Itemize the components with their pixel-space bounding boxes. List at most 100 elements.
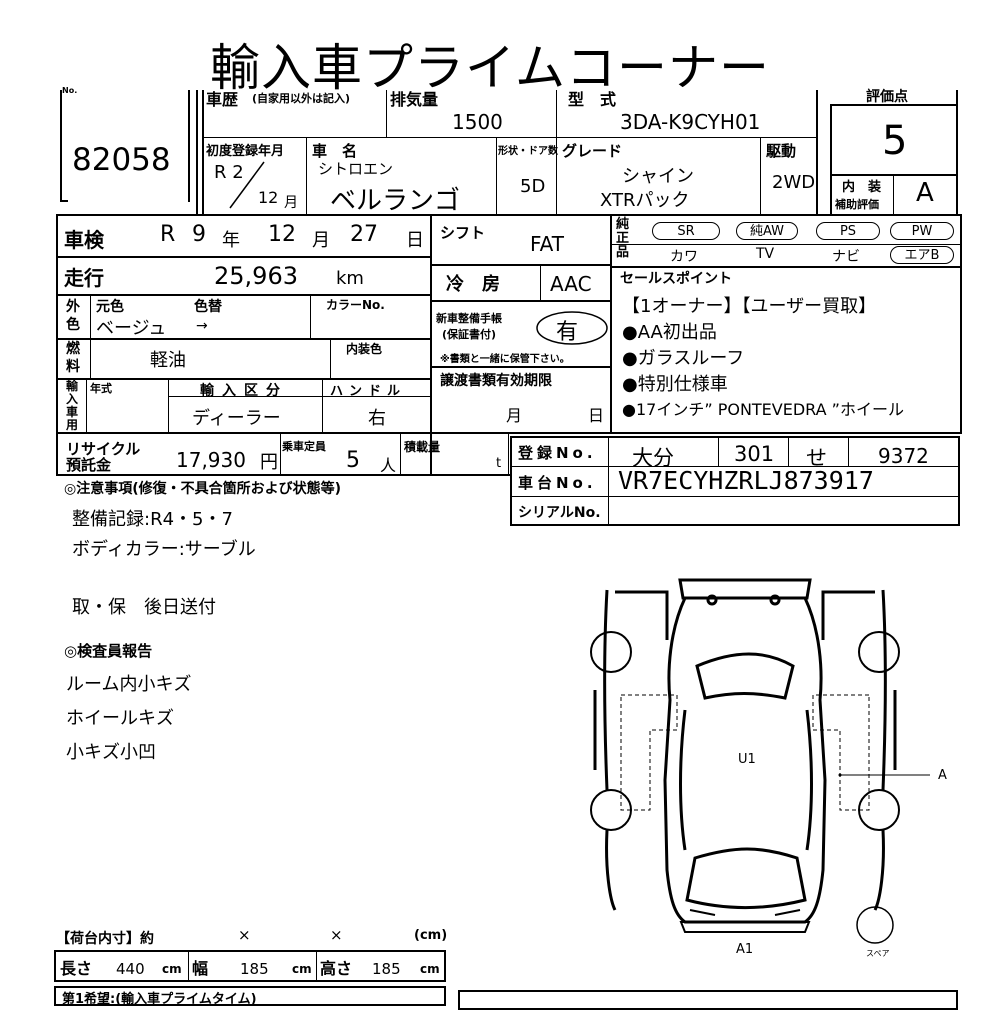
- import-side-label: 輸入車用: [66, 379, 79, 432]
- mark-a1: A1: [736, 942, 754, 957]
- car-diagram: [590, 578, 930, 944]
- height-label: 高さ: [320, 959, 353, 978]
- page-title: 輸入車プライムコーナー: [210, 39, 770, 97]
- lot-number: 82058: [72, 142, 171, 178]
- mark-u1: U1: [738, 752, 756, 767]
- inspection-month-unit: 月: [312, 230, 330, 251]
- sales-line-2: ●AA初出品: [622, 322, 717, 343]
- inspection-label: 車検: [64, 228, 104, 252]
- color-value: ベージュ: [96, 318, 167, 339]
- mark-a: A: [938, 768, 947, 783]
- warranty-value: 有: [556, 320, 579, 345]
- interior-color-label: 内装色: [346, 342, 383, 356]
- notes-line-2: ボディカラー:サーブル: [72, 539, 256, 560]
- notes-header: ◎注意事項(修復・不具合箇所および状態等): [64, 481, 342, 497]
- equip-ps: PS: [816, 222, 880, 240]
- grade-line1: シャイン: [622, 166, 694, 187]
- footer-text: 第1希望:(輸入車プライムタイム): [62, 992, 257, 1007]
- registration-label: 登録No.: [518, 444, 597, 462]
- sales-line-1: 【1オーナー】【ユーザー買取】: [622, 296, 877, 317]
- cargo-unit: (cm): [414, 928, 448, 943]
- notes-line-1: 整備記録:R4・5・7: [72, 509, 233, 530]
- reg-area: 大分: [632, 446, 674, 470]
- import-class-label: 輸入区分: [200, 383, 288, 399]
- equip-sr: SR: [652, 222, 720, 240]
- load-label: 積載量: [404, 440, 441, 454]
- chassis-label: 車台No.: [518, 474, 597, 492]
- capacity-label: 乗車定員: [282, 440, 326, 453]
- equip-tv: TV: [756, 246, 775, 262]
- import-class-value: ディーラー: [192, 408, 281, 429]
- aircon-value: AAC: [550, 272, 592, 296]
- inspection-day-unit: 日: [406, 230, 424, 251]
- grade-line2: XTRパック: [600, 190, 690, 211]
- drive-label: 駆動: [766, 142, 797, 160]
- equip-leather: カワ: [670, 249, 698, 265]
- body-value: 5D: [520, 176, 546, 197]
- sales-label: セールスポイント: [620, 271, 732, 287]
- notes-line-4: 取・保 後日送付: [72, 597, 216, 618]
- model-value: 3DA-K9CYH01: [620, 110, 761, 134]
- recycle-unit: 円: [260, 452, 278, 473]
- length-label: 長さ: [60, 959, 93, 978]
- sales-line-5: ●17インチ” PONTEVEDRA ”ホイール: [622, 400, 904, 419]
- recycle-label-2: 預託金: [66, 456, 112, 474]
- inspection-day: 27: [350, 222, 378, 247]
- sales-line-4: ●特別仕様車: [622, 374, 728, 395]
- reg-number: 9372: [878, 444, 929, 468]
- docs-label: 譲渡書類有効期限: [440, 373, 552, 389]
- car-name-label: 車 名: [312, 142, 358, 160]
- width-cm: cm: [292, 962, 312, 976]
- equip-airbag: エアB: [890, 246, 954, 264]
- mileage-value: 25,963: [214, 262, 298, 290]
- first-reg-month: 12: [258, 188, 279, 207]
- interior-label: 内 装: [842, 180, 882, 195]
- capacity-unit: 人: [380, 456, 397, 475]
- fuel-label: 燃料: [66, 341, 80, 375]
- sales-line-3: ●ガラスルーフ: [622, 348, 745, 369]
- spare-label: スペア: [866, 949, 890, 958]
- width-label: 幅: [192, 959, 209, 978]
- color-arrow: →: [196, 318, 208, 334]
- color-side-label: 外色: [66, 299, 80, 333]
- color-orig-label: 元色: [96, 299, 124, 315]
- first-reg-month-unit: 月: [284, 195, 298, 211]
- height-value: 185: [372, 960, 401, 978]
- inspection-month: 12: [268, 222, 296, 247]
- inspection-year: 9: [192, 222, 206, 247]
- history-note: (自家用以外は記入): [252, 92, 351, 105]
- lot-label: No.: [62, 86, 78, 95]
- shift-label: シフト: [440, 224, 486, 242]
- drive-value: 2WD: [772, 172, 816, 193]
- score-value: 5: [882, 118, 908, 164]
- inspection-year-unit: 年: [222, 230, 240, 251]
- warranty-label: 新車整備手帳: [436, 312, 502, 325]
- height-cm: cm: [420, 962, 440, 976]
- inspector-header: ◎検査員報告: [64, 642, 153, 660]
- reg-kana: せ: [806, 446, 827, 470]
- model-label: 型 式: [568, 90, 617, 109]
- handle-label: ハンドル: [330, 384, 407, 399]
- warranty-label-2: (保証書付): [442, 328, 497, 341]
- score-label: 評価点: [866, 89, 908, 105]
- color-code-label: カラーNo.: [326, 298, 385, 312]
- cargo-label: 【荷台内寸】約: [56, 931, 154, 947]
- grade-label: グレード: [562, 142, 623, 160]
- color-change-label: 色替: [194, 299, 222, 315]
- inspector-line-3: 小キズ小凹: [66, 742, 156, 763]
- reg-class: 301: [734, 442, 775, 466]
- docs-day-unit: 日: [588, 406, 605, 425]
- chassis-value: VR7ECYHZRLJ873917: [618, 466, 874, 495]
- interior-value: A: [916, 178, 934, 208]
- docs-month-unit: 月: [506, 406, 523, 425]
- recycle-value: 17,930: [176, 448, 246, 472]
- serial-label: シリアルNo.: [518, 505, 601, 521]
- equip-aw: 純AW: [736, 222, 798, 240]
- equip-navi: ナビ: [832, 249, 860, 265]
- displacement-label: 排気量: [390, 90, 439, 109]
- interior-label-2: 補助評価: [835, 198, 879, 211]
- first-reg-era: R 2: [214, 162, 244, 183]
- car-name: ベルランゴ: [330, 186, 461, 216]
- inspection-era: R: [160, 222, 176, 247]
- shift-value: FAT: [530, 232, 565, 256]
